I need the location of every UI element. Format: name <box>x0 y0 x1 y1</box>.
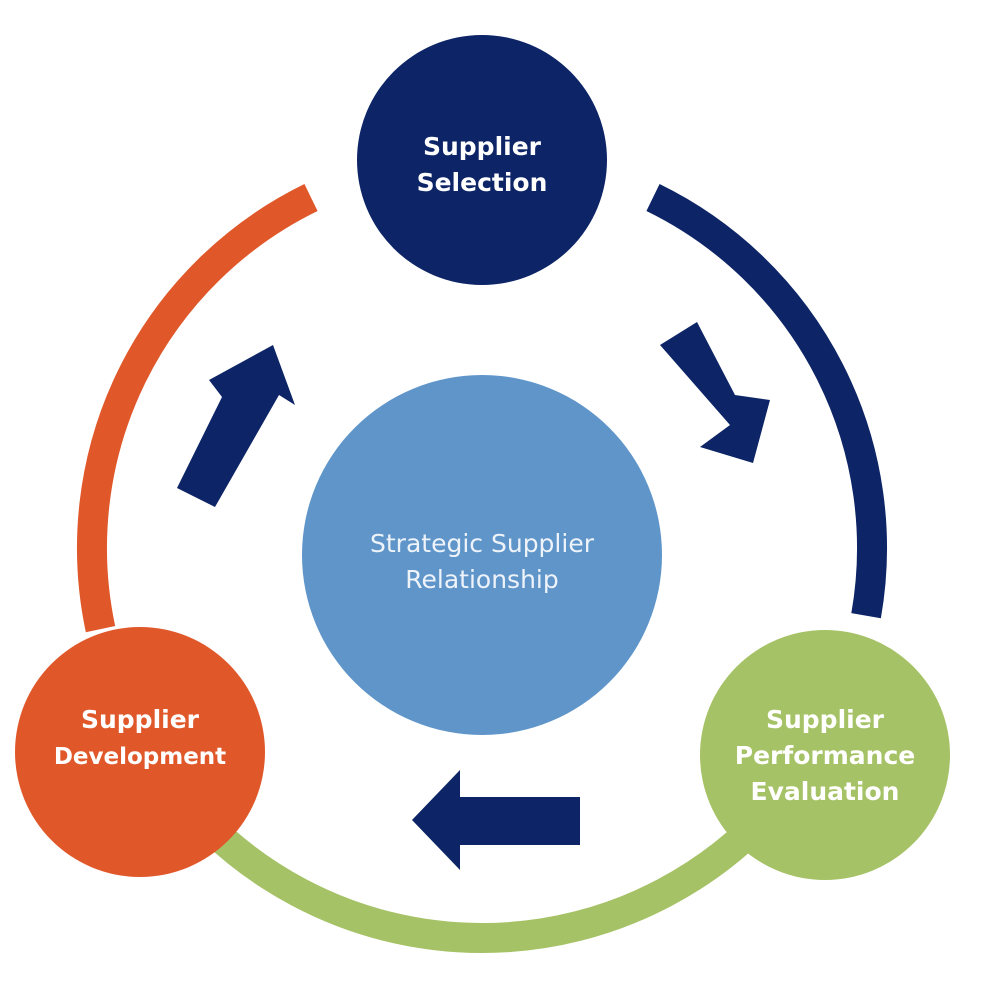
arc-development-to-selection <box>76 184 318 633</box>
arrow-down-right-icon <box>660 322 770 463</box>
arc-selection-to-evaluation <box>646 184 888 619</box>
node-supplier-selection[interactable]: Supplier Selection <box>357 35 607 285</box>
arrow-up-right-icon <box>177 345 295 507</box>
supplier-selection-label-line-1: Supplier <box>423 132 542 161</box>
center-label-line-1: Strategic Supplier <box>370 529 595 558</box>
supplier-development-label-line-1: Supplier <box>81 705 200 734</box>
center-label-line-2: Relationship <box>405 565 558 594</box>
arc-evaluation-to-development <box>158 773 806 954</box>
arrow-left-icon <box>412 770 580 870</box>
supplier-evaluation-label-line-2: Performance <box>735 741 915 770</box>
node-supplier-performance-evaluation[interactable]: Supplier Performance Evaluation <box>700 630 950 880</box>
supplier-performance-evaluation-circle[interactable] <box>700 630 950 880</box>
supplier-evaluation-label-line-1: Supplier <box>766 705 885 734</box>
supplier-selection-label-line-2: Selection <box>417 168 548 197</box>
supplier-selection-circle[interactable] <box>357 35 607 285</box>
supplier-development-circle[interactable] <box>15 627 265 877</box>
supplier-development-label-line-2: Development <box>54 744 226 770</box>
supplier-evaluation-label-line-3: Evaluation <box>751 777 900 806</box>
center-circle <box>302 375 662 735</box>
center-node: Strategic Supplier Relationship <box>302 375 662 735</box>
node-supplier-development[interactable]: Supplier Development <box>15 627 265 877</box>
